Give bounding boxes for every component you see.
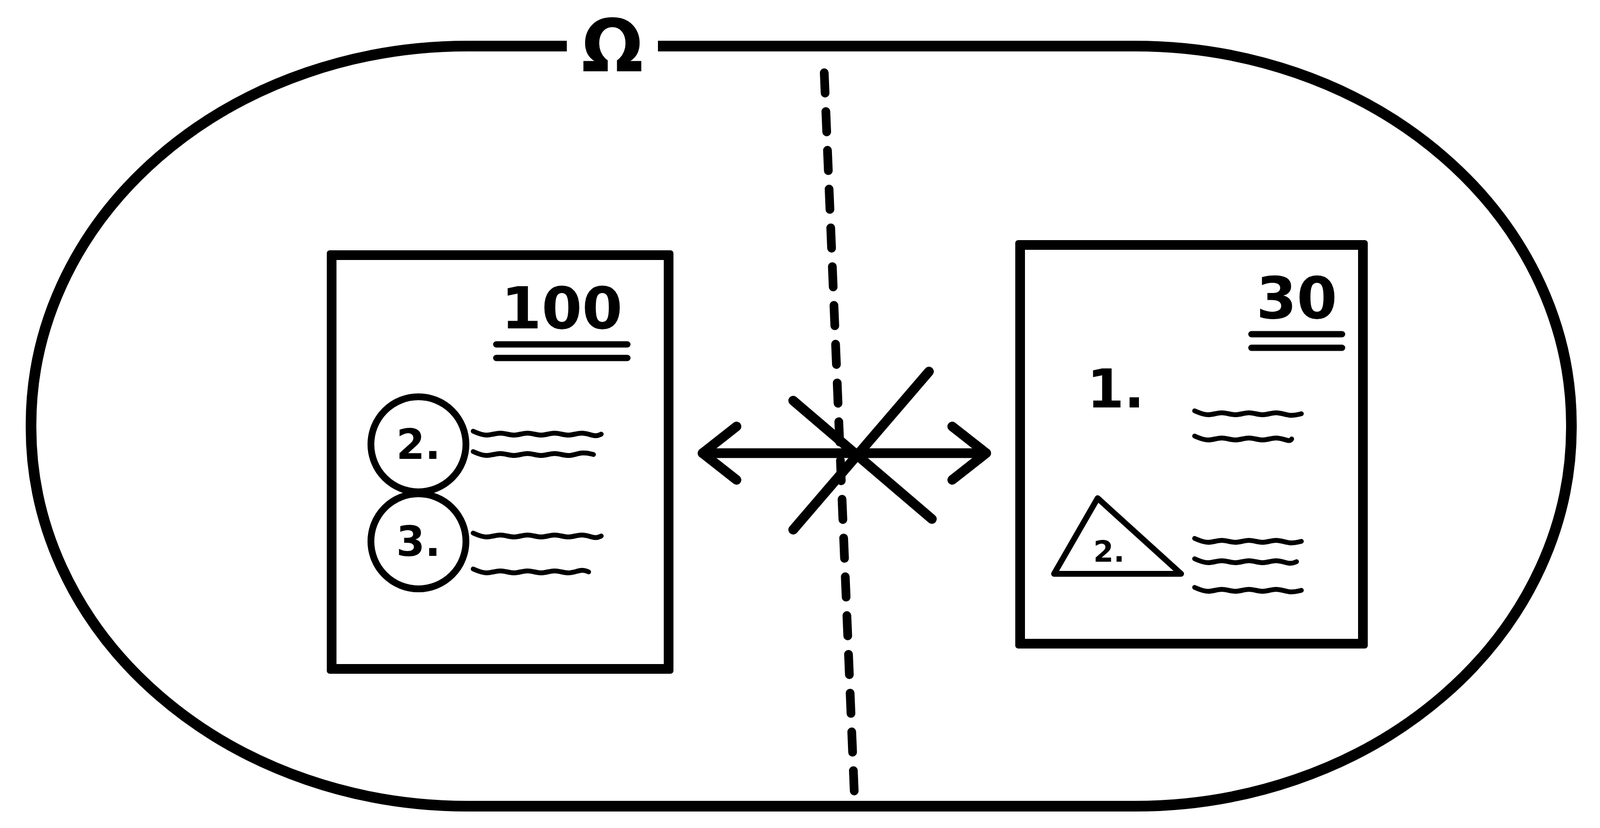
score-number: 100 [501, 279, 624, 338]
paper-shape: 30 2. 1. [1015, 240, 1368, 649]
scribble-line [1194, 538, 1302, 543]
region-symbol: Ω [566, 9, 658, 83]
scribble-line [1194, 558, 1297, 563]
connector-line [702, 448, 987, 458]
text-holder: 30 [1256, 269, 1338, 328]
paper-shape: 100 2. 3. [326, 250, 674, 674]
text-holder: Ω [566, 9, 658, 83]
oval-shape: Ω1002.3.302.1. [25, 40, 1577, 812]
underline [1251, 331, 1343, 338]
arrow-head [952, 426, 987, 480]
scribble-line [473, 431, 602, 436]
text-holder: 2. [1093, 536, 1125, 566]
underline [1251, 344, 1343, 352]
triangle-outline [1054, 497, 1182, 574]
item-number: 2. [1093, 536, 1125, 566]
scribble-line [473, 451, 594, 456]
scribble-line [473, 568, 589, 573]
scribble-line [473, 532, 602, 538]
scribble-line [1194, 587, 1302, 592]
item-number: 1. [1087, 362, 1145, 416]
triangle-shape: 2. [1051, 495, 1184, 577]
text-holder: 2. [396, 423, 441, 465]
scribble-line [1194, 410, 1302, 416]
region-outline [31, 46, 1572, 806]
item-number: 2. [396, 423, 441, 465]
arrow-head [702, 426, 737, 480]
scribble-line [1194, 435, 1292, 441]
circle-shape: 2. [367, 393, 470, 496]
score-number: 30 [1256, 269, 1338, 328]
underline [496, 341, 628, 348]
arrow-group [702, 426, 987, 480]
text-holder: 3. [396, 520, 441, 562]
underline [496, 354, 628, 362]
circle-shape: 3. [367, 490, 470, 592]
text-holder: 1. [1087, 362, 1145, 416]
item-number: 3. [396, 520, 441, 562]
text-holder: 100 [501, 279, 624, 338]
